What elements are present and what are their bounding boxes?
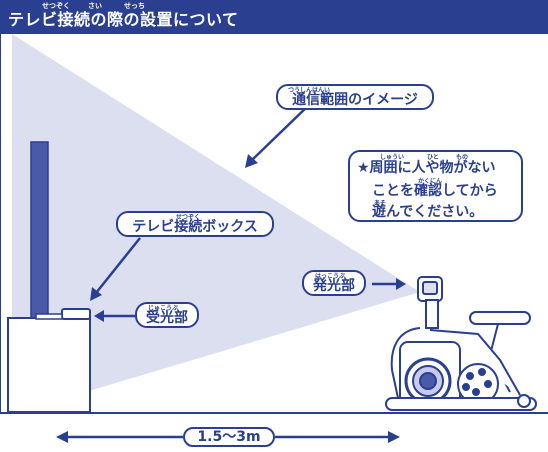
- emitter-callout: はっこうぶ 発光部: [302, 270, 366, 296]
- header-ruby-secchi: せっち: [124, 2, 145, 10]
- note-ruby-shuui: しゅうい: [380, 154, 405, 161]
- box-label: テレビ接続ボックス: [132, 219, 258, 235]
- range-pointer-line: [251, 103, 311, 161]
- header-ruby-sai: さい: [88, 2, 102, 10]
- box-pointer-arrowhead: [90, 287, 102, 301]
- receiver-callout: じゅこうぶ 受光部: [135, 302, 199, 328]
- note-line-3: 遊んでください。: [372, 204, 484, 220]
- note-ruby-aso: あそ: [374, 200, 387, 207]
- connection-box-icon: [61, 308, 91, 320]
- connection-cable-icon: [35, 313, 63, 320]
- distance-label: 1.5～3m: [183, 427, 275, 447]
- box-callout: せつぞく テレビ接続ボックス: [116, 211, 274, 237]
- tv-stand-icon: [7, 317, 91, 413]
- range-ruby: つうしんはんい: [288, 87, 331, 94]
- distance-arrow-right-head: [388, 431, 400, 443]
- header-ruby-setsuzoku: せつぞく: [42, 2, 70, 10]
- exercise-bike-icon: [385, 276, 537, 411]
- note-ruby-kakunin: かくにん: [418, 178, 443, 185]
- emitter-pointer-arrowhead: [396, 278, 406, 290]
- note-line-2: ことを確認してから: [372, 183, 498, 199]
- distance-arrow-left-head: [56, 431, 68, 443]
- range-label: 通信範囲のイメージ: [292, 92, 418, 108]
- page-title: テレビ接続の際の設置について: [8, 10, 239, 29]
- tv-icon: [30, 141, 49, 321]
- header-bar: せつぞく さい せっち テレビ接続の際の設置について: [0, 0, 548, 34]
- box-ruby: せつぞく: [176, 214, 201, 221]
- receiver-pointer-arrowhead: [94, 310, 104, 322]
- emitter-ruby: はっこうぶ: [315, 273, 346, 280]
- range-callout: つうしんはんい 通信範囲のイメージ: [276, 84, 434, 110]
- box-pointer-line: [95, 237, 141, 294]
- note-line-1: ★周囲に人や物がない: [357, 160, 496, 176]
- safety-note: しゅうい ひと もの ★周囲に人や物がない かくにん ことを確認してから あそ …: [348, 150, 523, 222]
- range-pointer-arrowhead: [245, 154, 258, 168]
- emitter-label: 発光部: [313, 278, 355, 294]
- receiver-ruby: じゅこうぶ: [148, 305, 179, 312]
- receiver-label: 受光部: [146, 310, 188, 326]
- note-ruby-hito: ひと: [427, 154, 439, 161]
- note-ruby-mono: もの: [456, 154, 469, 161]
